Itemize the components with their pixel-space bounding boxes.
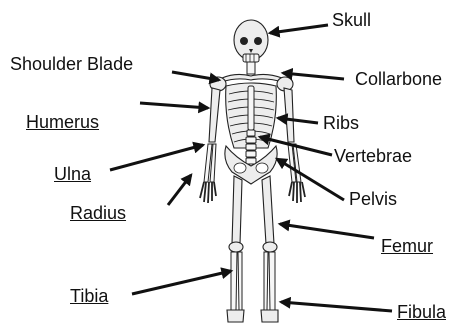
label-pelvis: Pelvis bbox=[349, 189, 397, 209]
label-vertebrae: Vertebrae bbox=[334, 146, 412, 166]
humerus-bone bbox=[209, 88, 220, 142]
label-humerus: Humerus bbox=[26, 112, 99, 132]
skull-bone bbox=[234, 20, 268, 62]
label-tibia: Tibia bbox=[70, 286, 108, 306]
tibia-bone bbox=[231, 252, 237, 310]
label-shoulder-blade: Shoulder Blade bbox=[10, 54, 133, 74]
label-skull: Skull bbox=[332, 10, 371, 30]
label-ulna: Ulna bbox=[54, 164, 91, 184]
label-femur: Femur bbox=[381, 236, 433, 256]
femur-bone bbox=[232, 176, 242, 244]
vertebrae-bone bbox=[246, 130, 256, 164]
label-radius: Radius bbox=[70, 203, 126, 223]
label-ribs: Ribs bbox=[323, 113, 359, 133]
collarbone-bone bbox=[222, 74, 282, 82]
skeleton-figure bbox=[200, 20, 305, 322]
label-fibula: Fibula bbox=[397, 302, 446, 322]
label-collarbone: Collarbone bbox=[355, 69, 442, 89]
fibula-bone bbox=[269, 252, 275, 310]
